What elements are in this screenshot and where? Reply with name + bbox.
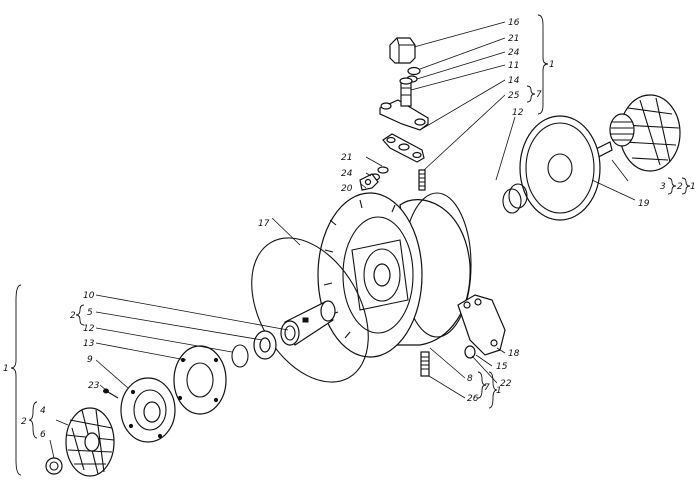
callout-4: 4 <box>40 406 46 416</box>
callout-12: 12 <box>512 108 524 118</box>
part-gasket <box>382 133 425 163</box>
part-heat-shield <box>519 115 601 221</box>
callout-2: 2 <box>677 182 683 192</box>
part-wheel-nut <box>45 457 63 475</box>
callout-19: 19 <box>638 199 650 209</box>
callout-3: 3 <box>660 182 666 192</box>
callout-2: 2 <box>70 311 76 321</box>
callout-7: 7 <box>536 90 542 100</box>
callout-16: 16 <box>508 18 520 28</box>
callout-22: 22 <box>500 379 512 389</box>
part-thrust-collar <box>253 330 277 360</box>
part-compressor-wheel <box>65 407 115 477</box>
callout-23: 23 <box>88 381 100 391</box>
callout-21: 21 <box>508 34 519 44</box>
callout-14: 14 <box>508 76 520 86</box>
part-stud-26 <box>420 351 430 377</box>
callout-11: 11 <box>508 61 519 71</box>
callout-9: 9 <box>87 355 93 365</box>
part-center-housing <box>317 192 472 358</box>
callout-13: 13 <box>83 339 95 349</box>
part-screw-23 <box>103 388 119 399</box>
part-stud-25 <box>418 169 426 191</box>
callout-1: 1 <box>3 364 9 374</box>
callout-8: 8 <box>467 374 473 384</box>
callout-12: 12 <box>83 324 95 334</box>
callout-21: 21 <box>341 153 352 163</box>
callout-20: 20 <box>341 184 353 194</box>
part-thrust-sleeve <box>280 300 336 346</box>
part-piston-ring-right <box>502 183 528 214</box>
callout-labels: 16 21 24 11 14 25 7 1 12 21 24 20 3 2 1 … <box>3 18 696 440</box>
part-washer-mid-21 <box>377 166 389 174</box>
part-compressor-plate <box>120 377 176 443</box>
part-washer-top-21 <box>407 66 421 76</box>
part-washer-15 <box>464 345 476 359</box>
callout-1: 1 <box>496 386 502 396</box>
grouping-brackets <box>10 14 691 476</box>
callout-7: 7 <box>484 383 490 393</box>
callout-1: 1 <box>549 60 555 70</box>
part-piston-ring-left <box>231 344 249 368</box>
callout-6: 6 <box>40 430 46 440</box>
callout-24: 24 <box>508 48 520 58</box>
callout-25: 25 <box>508 91 520 101</box>
callout-24: 24 <box>341 169 353 179</box>
callout-5: 5 <box>87 308 93 318</box>
callout-17: 17 <box>258 219 270 229</box>
part-insert-plate <box>173 345 227 415</box>
part-cap-nut <box>389 37 416 64</box>
part-flange-plate <box>457 294 506 356</box>
callout-2: 2 <box>21 417 27 427</box>
callout-18: 18 <box>508 349 520 359</box>
part-oil-fitting <box>379 77 429 131</box>
callout-15: 15 <box>496 362 508 372</box>
callout-1: 1 <box>690 182 696 192</box>
leader-lines <box>49 21 636 459</box>
callout-10: 10 <box>83 291 95 301</box>
callout-26: 26 <box>467 394 479 404</box>
part-lock-plate-20 <box>359 173 379 191</box>
